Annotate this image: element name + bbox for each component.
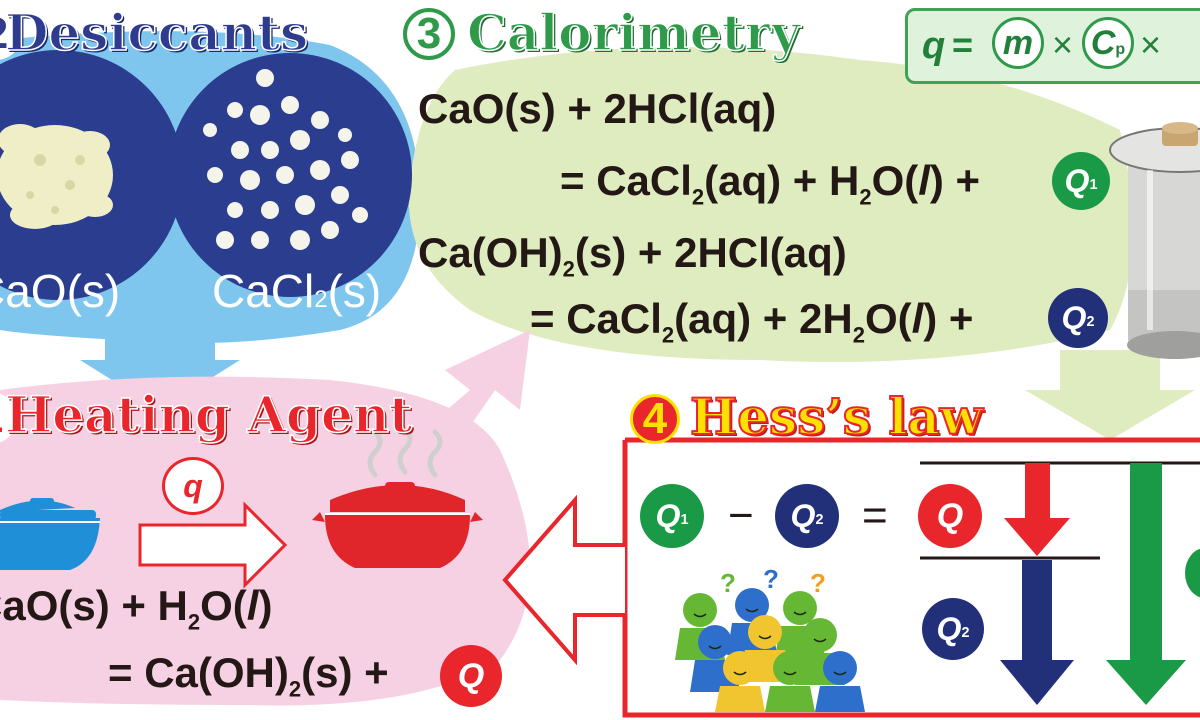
calorimeter-icon: [1109, 122, 1200, 359]
desiccants-title: Desiccants: [4, 3, 309, 62]
hess-number: 4: [630, 394, 680, 444]
heating-title: Heating Agent: [4, 385, 413, 444]
formula-equals: =: [952, 24, 974, 65]
q2-navy-arrow: [1000, 560, 1074, 705]
desiccants-number: 2: [0, 8, 22, 60]
calorimetry-number: 3: [403, 8, 455, 60]
cacl2-label: CaCl2(s): [212, 265, 382, 317]
hess-title: Hess’s law: [689, 387, 984, 446]
heating-eq-line2: = Ca(OH)2(s) +: [108, 649, 389, 702]
confused-people-icon: [675, 588, 865, 712]
hot-pot-icon: [312, 482, 483, 568]
calorimetry-eq1-line2: = CaCl2(aq) + H2O(l) +: [560, 157, 981, 210]
formula-times-1: ×: [1052, 24, 1074, 65]
calorimetry-eq2-line1: Ca(OH)2(s) + 2HCl(aq): [418, 229, 847, 282]
calorimetry-title: Calorimetry: [466, 3, 801, 62]
formula-q: q: [922, 25, 946, 67]
heating-number: 1: [0, 392, 17, 444]
hess-minus: −: [728, 491, 754, 540]
bowl-icon: [0, 498, 100, 570]
hess-equals: =: [862, 491, 888, 540]
heating-eq-line1: CaO(s) + H2O(l): [0, 582, 273, 635]
q1-green-arrow: [1106, 463, 1186, 705]
calorimetry-down-arrow: [1025, 350, 1195, 440]
desiccants-down-arrow: [80, 330, 240, 410]
q-red-arrow: [1004, 463, 1070, 556]
calorimetry-eq1-line1: CaO(s) + 2HCl(aq): [418, 85, 777, 132]
calorimetry-region: [408, 47, 1133, 363]
q-badge-hess: Q: [918, 484, 982, 548]
formula-times-2: ×: [1140, 24, 1162, 65]
heating-up-arrow: [400, 330, 530, 470]
formula-mass-circle: m: [992, 17, 1044, 69]
q1-badge-energy-partial: [1185, 548, 1200, 598]
hess-to-heating-arrow: [502, 494, 625, 666]
question-mark-1: ?: [720, 568, 736, 598]
cao-label: CaO(s): [0, 265, 121, 317]
question-mark-3: ?: [810, 568, 826, 598]
hess-box: [622, 437, 1200, 718]
cao-granules: [0, 124, 113, 229]
cao-granule-shading: [26, 154, 85, 214]
q-badge-heating: Q: [440, 645, 502, 707]
calorimetry-eq2-line2: = CaCl2(aq) + 2H2O(l) +: [530, 295, 974, 348]
steam-icon: [367, 426, 443, 478]
reaction-arrow: [138, 501, 288, 589]
q-small-badge: q: [162, 457, 224, 515]
question-mark-2: ?: [763, 564, 779, 594]
cacl2-pellets: [203, 69, 368, 250]
